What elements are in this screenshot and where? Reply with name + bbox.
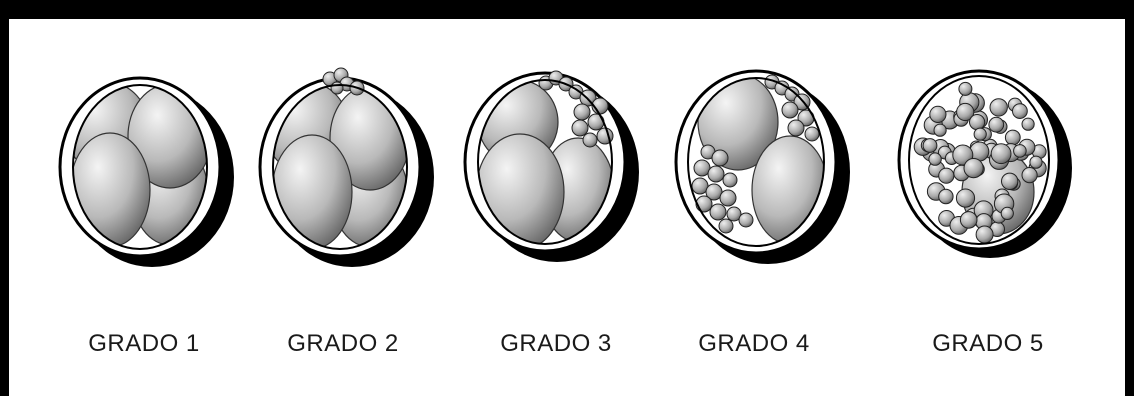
- embryo-grade-1: [60, 78, 234, 267]
- grade-1-label: GRADO 1: [44, 330, 244, 358]
- fragment: [960, 212, 977, 229]
- grade-4-label: GRADO 4: [654, 330, 854, 358]
- embryo-grade-5: [899, 71, 1072, 258]
- fragment: [939, 168, 954, 183]
- fragment: [1014, 145, 1027, 158]
- embryo-grade-4: [676, 71, 850, 264]
- fragment: [959, 82, 972, 95]
- embryo-grade-2: [260, 68, 434, 267]
- fragment: [1005, 130, 1020, 145]
- fragment: [934, 124, 946, 136]
- fragment: [939, 189, 953, 203]
- grade-2-label: GRADO 2: [243, 330, 443, 358]
- grade-3-label: GRADO 3: [456, 330, 656, 358]
- fragment: [989, 117, 1004, 132]
- fragment: [923, 139, 937, 153]
- fragment: [1022, 118, 1034, 130]
- fragment: [990, 99, 1007, 116]
- fragment: [974, 128, 986, 140]
- blastomere: [476, 134, 564, 250]
- fragment: [930, 106, 946, 122]
- embryo-grade-3: [465, 71, 639, 262]
- fragment: [1022, 168, 1037, 183]
- fragment: [1001, 207, 1013, 219]
- fragment: [970, 115, 985, 130]
- fragment: [1030, 156, 1042, 168]
- fragment: [964, 159, 983, 178]
- fragment: [991, 144, 1011, 164]
- fragment: [929, 153, 941, 165]
- fragment: [1013, 104, 1028, 119]
- fragment: [976, 226, 993, 243]
- fragment: [1002, 173, 1018, 189]
- grade-5-label: GRADO 5: [888, 330, 1088, 358]
- fragment: [956, 189, 974, 207]
